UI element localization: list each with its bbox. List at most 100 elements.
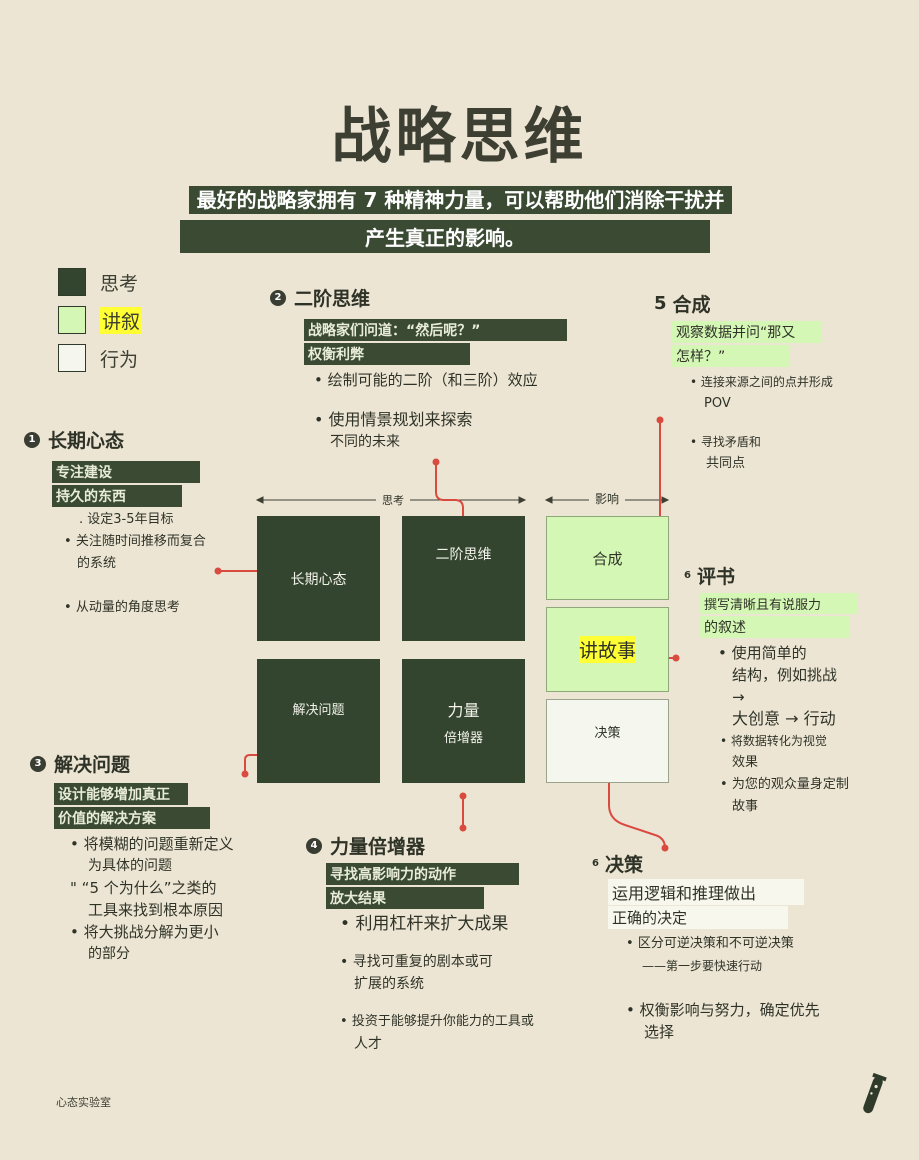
section-highlights: 专注建设 持久的东西	[52, 461, 244, 507]
box-label: 解决问题	[292, 703, 345, 718]
box-solve: 解决问题	[257, 659, 380, 783]
bullet-cont: 不同的未来	[330, 434, 400, 450]
section-title: 解决问题	[54, 754, 131, 776]
bullet-cont: 大创意 → 行动	[732, 709, 836, 728]
legend-item-thinking: 思考	[58, 268, 142, 296]
bullet-cont: 结构，例如挑战	[732, 666, 838, 684]
section-highlights: 运用逻辑和推理做出 正确的决定	[608, 879, 842, 929]
section-storytelling: 6 评书 撰写清晰且有说服力 的叙述 • 使用简单的 结构，例如挑战 → 大创意…	[684, 562, 874, 818]
legend-swatch-white	[58, 344, 86, 372]
highlight: 撰写清晰且有说服力	[700, 593, 858, 614]
bullet: " “5 个为什么”之类的	[70, 879, 217, 897]
bullet-cont: 人才	[354, 1036, 382, 1052]
axis-arrow-left-2	[544, 496, 553, 504]
section-long-term: 1 长期心态 专注建设 持久的东西 . 设定3-5年目标 • 关注随时间推移而复…	[24, 426, 244, 619]
section-highlights: 寻找高影响力的动作 放大结果	[326, 863, 576, 909]
bullet: • 为您的观众量身定制	[720, 777, 849, 792]
bullet-cont: 为具体的问题	[88, 858, 172, 874]
section-number: 1	[24, 431, 40, 448]
section-decision: 6 决策 运用逻辑和推理做出 正确的决定 • 区分可逆决策和不可逆决策 ——第一…	[592, 850, 842, 1043]
page-title: 战略思维	[331, 102, 588, 172]
section-solve: 3 解决问题 设计能够增加真正 价值的解决方案 • 将模糊的问题重新定义 为具体…	[30, 750, 270, 965]
highlight: 价值的解决方案	[54, 807, 210, 829]
bullet: • 投资于能够提升你能力的工具或	[340, 1014, 534, 1029]
bullet: • 关注随时间推移而复合	[64, 534, 206, 549]
box-label: 合成	[592, 549, 623, 568]
axis-arrow-right	[518, 496, 527, 504]
box-long-term: 长期心态	[257, 516, 380, 641]
bullet: • 将数据转化为视觉	[720, 734, 827, 748]
bullet: • 使用情景规划来探索	[314, 410, 473, 429]
bullet-cont: 工具来找到根本原因	[88, 901, 224, 919]
axis-arrow-left	[255, 496, 264, 504]
legend-label: 讲叙	[100, 306, 143, 334]
bullet-cont: 效果	[732, 755, 759, 770]
subtitle: 最好的战略家拥有 7 种精神力量，可以帮助他们消除干扰并	[168, 184, 753, 214]
section-heading: 1 长期心态	[24, 426, 244, 453]
highlight: 放大结果	[326, 887, 484, 909]
highlight: 持久的东西	[52, 485, 182, 507]
legend: 思考 讲叙 行为	[58, 268, 143, 372]
section-highlights: 战略家们问道：“然后呢？” 权衡利弊	[304, 319, 570, 365]
section-heading: 4 力量倍增器	[306, 832, 576, 859]
highlight: 怎样？”	[672, 345, 790, 367]
legend-label: 思考	[100, 272, 139, 295]
section-heading: 6 决策	[592, 850, 842, 877]
section-heading: 5 合成	[654, 290, 854, 317]
bullet: • 利用杠杆来扩大成果	[340, 914, 509, 934]
bullet: • 连接来源之间的点并形成	[690, 375, 833, 389]
section-number: 6	[684, 570, 691, 581]
highlight: 运用逻辑和推理做出	[608, 879, 804, 905]
box-decision: 决策	[546, 699, 669, 783]
section-synthesis: 5 合成 观察数据并问“那又 怎样？” • 连接来源之间的点并形成 POV • …	[654, 290, 854, 475]
section-title: 合成	[672, 294, 711, 316]
bullet-cont: 扩展的系统	[354, 976, 424, 992]
section-highlights: 撰写清晰且有说服力 的叙述	[700, 593, 874, 638]
box-second-order: 二阶思维	[402, 516, 525, 641]
section-title: 力量倍增器	[330, 836, 426, 858]
footer-brand: 心态实验室	[56, 1096, 111, 1109]
legend-item-narrative: 讲叙	[58, 306, 143, 334]
connector-second-order	[435, 462, 464, 530]
bullet-cont: 的部分	[88, 946, 130, 962]
legend-label: 行为	[100, 348, 139, 371]
section-title: 长期心态	[48, 430, 125, 452]
highlight: 正确的决定	[608, 906, 788, 929]
subtitle-line-2: 产生真正的影响。	[180, 220, 710, 253]
box-synthesis: 合成	[546, 516, 669, 600]
section-title: 决策	[604, 854, 643, 876]
legend-swatch-dark	[58, 268, 86, 296]
section-second-order: 2 二阶思维 战略家们问道：“然后呢？” 权衡利弊 • 绘制可能的二阶（和三阶）…	[270, 284, 570, 453]
section-number: 5	[654, 293, 667, 314]
bullet: • 使用简单的	[718, 644, 807, 662]
box-label-1: 力量	[447, 700, 480, 720]
box-label: 长期心态	[290, 571, 347, 588]
highlight: 的叙述	[700, 616, 850, 638]
bullet-cont: POV	[704, 396, 731, 411]
bullet: • 绘制可能的二阶（和三阶）效应	[314, 371, 538, 389]
box-label: 讲故事	[578, 636, 636, 663]
legend-item-action: 行为	[58, 344, 142, 372]
box-label: 二阶思维	[435, 547, 492, 563]
bullet: • 将大挑战分解为更小	[70, 923, 219, 941]
section-highlights: 设计能够增加真正 价值的解决方案	[54, 783, 270, 829]
axis-label-thinking: 思考	[376, 492, 410, 508]
section-number: 4	[306, 837, 322, 854]
section-multiplier: 4 力量倍增器 寻找高影响力的动作 放大结果 • 利用杠杆来扩大成果 • 寻找可…	[306, 832, 576, 1055]
section-heading: 2 二阶思维	[270, 284, 570, 311]
bullet: . 设定3-5年目标	[79, 512, 174, 527]
highlight: 战略家们问道：“然后呢？”	[304, 319, 567, 341]
connector-decision	[608, 768, 666, 849]
section-number: 3	[30, 755, 46, 772]
axis-label-impact: 影响	[589, 490, 626, 507]
test-tube-icon	[863, 1072, 887, 1114]
highlight: 权衡利弊	[304, 343, 470, 365]
box-label-2: 倍增器	[443, 730, 483, 746]
section-highlights: 观察数据并问“那又 怎样？”	[672, 321, 854, 367]
highlight: 观察数据并问“那又	[672, 321, 822, 343]
bullet-cont: 的系统	[77, 556, 117, 571]
bullet-cont: 共同点	[706, 456, 746, 471]
section-heading: 3 解决问题	[30, 750, 270, 777]
section-title: 二阶思维	[294, 288, 371, 310]
connector-solve	[244, 754, 302, 774]
